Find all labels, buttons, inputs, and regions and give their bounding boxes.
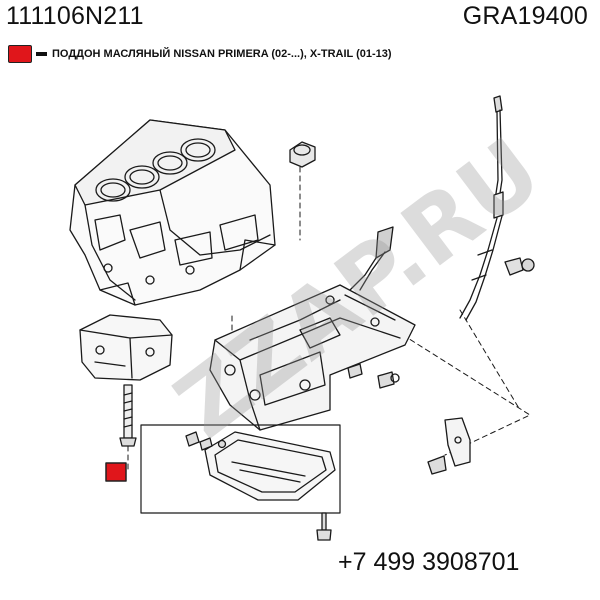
cylinder-bore: [180, 138, 216, 162]
cylinder-bore: [152, 151, 188, 175]
oil-strainer: [349, 226, 394, 291]
drain-bolt: [316, 512, 332, 541]
lower-oil-pan: [204, 431, 336, 501]
part-description: ПОДДОН МАСЛЯНЫЙ NISSAN PRIMERA (02-...),…: [52, 48, 392, 60]
selected-part-frame: [140, 424, 341, 514]
cylinder-bore: [95, 178, 131, 202]
dipstick: [459, 95, 504, 321]
part-highlight-marker: [105, 462, 127, 482]
tube-bolt: [504, 257, 535, 276]
upper-oil-pan: [209, 284, 416, 431]
front-bracket: [79, 314, 173, 381]
lower-pan-bolts: [185, 431, 213, 451]
catalog-code: GRA19400: [462, 2, 588, 30]
long-bolt: [119, 384, 137, 447]
part-number: 111106N211: [6, 2, 144, 30]
rear-bracket: [427, 417, 471, 475]
legend-dash: [36, 52, 47, 56]
plug-nut: [289, 141, 316, 168]
contact-phone: +7 499 3908701: [338, 548, 520, 576]
cylinder-bore: [124, 165, 160, 189]
engine-block: [69, 119, 276, 306]
description-row: ПОДДОН МАСЛЯНЫЙ NISSAN PRIMERA (02-...),…: [8, 44, 392, 64]
leader-lines: [127, 157, 531, 471]
legend-marker: [8, 45, 32, 63]
pan-bolts: [347, 363, 400, 389]
